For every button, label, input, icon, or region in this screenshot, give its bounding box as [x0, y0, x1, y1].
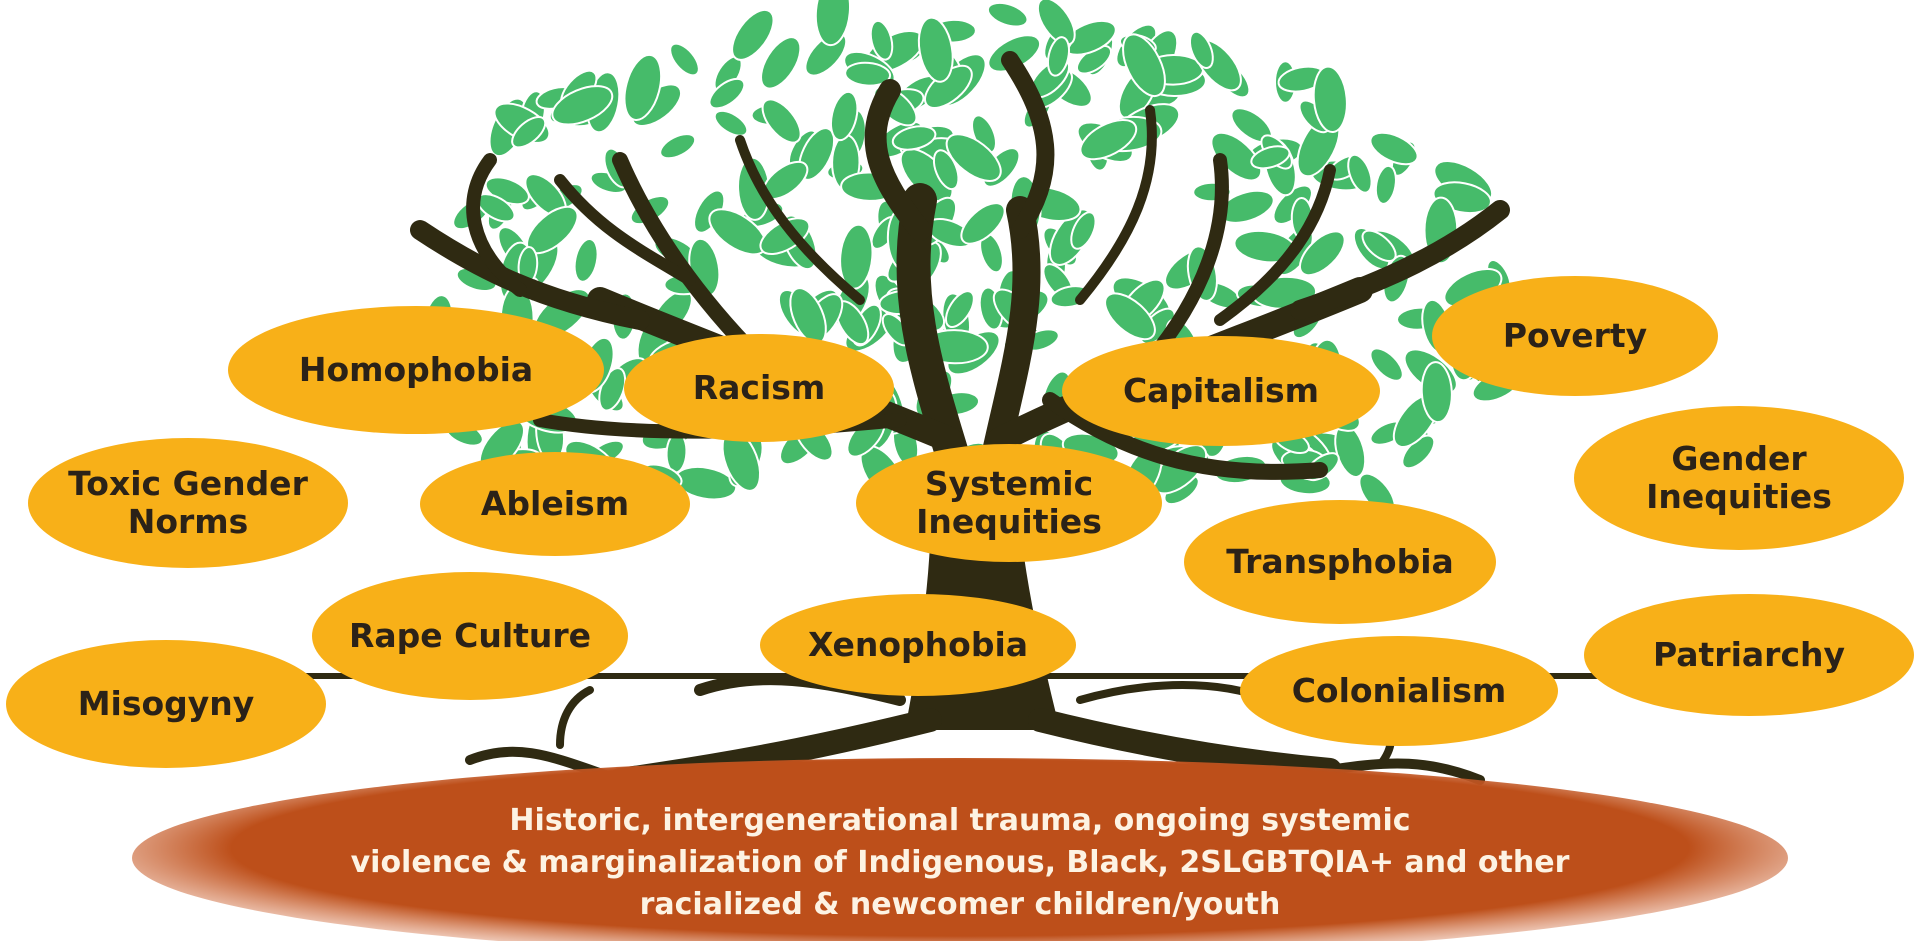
leaf: [669, 42, 700, 77]
bubble-gender-inequities: Gender Inequities: [1574, 406, 1904, 550]
leaf: [932, 149, 960, 191]
leaf: [891, 125, 937, 151]
branch: [1001, 51, 1055, 239]
leaf: [1369, 347, 1404, 382]
bubble-colonialism: Colonialism: [1240, 636, 1558, 746]
bubble-patriarchy: Patriarchy: [1584, 594, 1914, 716]
leaf: [1122, 33, 1166, 98]
leaf: [1361, 229, 1397, 262]
branch: [1075, 105, 1157, 305]
bubble-poverty: Poverty: [1432, 276, 1718, 396]
bubble-homophobia: Homophobia: [228, 306, 604, 434]
leaf: [945, 133, 1002, 182]
leaf: [1104, 292, 1156, 341]
leaf: [731, 8, 775, 61]
leaf: [1070, 211, 1097, 250]
leaf: [1420, 361, 1453, 424]
bubble-toxic-gender-norms: Toxic Gender Norms: [28, 438, 348, 568]
bubble-systemic-inequities: Systemic Inequities: [856, 444, 1162, 562]
leaf: [1079, 118, 1138, 161]
leaf: [1312, 65, 1348, 134]
bubble-misogyny: Misogyny: [6, 640, 326, 768]
leaf: [713, 109, 749, 137]
leaf: [761, 98, 802, 144]
branch: [1143, 153, 1229, 367]
leaf: [1188, 30, 1214, 69]
leaf: [1036, 0, 1076, 46]
bubble-xenophobia: Xenophobia: [760, 594, 1076, 696]
leaf: [1369, 131, 1419, 166]
branch: [1214, 164, 1336, 326]
branch: [466, 153, 527, 297]
leaf: [829, 90, 859, 142]
root: [1325, 758, 1485, 785]
leaf: [551, 85, 614, 126]
soil-ellipse: [132, 758, 1788, 941]
leaf: [708, 77, 746, 110]
leaf: [511, 116, 547, 149]
roots-description: Historic, intergenerational trauma, ongo…: [350, 803, 1570, 922]
leaf: [759, 217, 811, 255]
bubble-rape-culture: Rape Culture: [312, 572, 628, 700]
leaf: [869, 19, 894, 61]
leaf: [960, 202, 1006, 245]
leaf: [986, 1, 1029, 28]
leaf: [623, 53, 663, 121]
leaf: [944, 290, 975, 328]
leaf: [1046, 36, 1071, 77]
bubble-racism: Racism: [624, 334, 894, 442]
root: [1028, 708, 1342, 782]
leaf: [1298, 230, 1346, 277]
branch: [554, 174, 696, 286]
branch: [735, 135, 865, 305]
leaf: [1374, 164, 1397, 205]
root: [556, 686, 594, 749]
leaf: [760, 36, 802, 90]
bubble-transphobia: Transphobia: [1184, 500, 1496, 624]
leaf: [573, 238, 599, 283]
branch: [1042, 392, 1328, 480]
leaf: [917, 16, 954, 83]
branch: [1290, 200, 1510, 320]
leaf: [1250, 145, 1291, 170]
bubble-ableism: Ableism: [420, 452, 690, 556]
leaf: [844, 61, 892, 87]
leaf: [659, 133, 697, 160]
bubble-capitalism: Capitalism: [1062, 336, 1380, 446]
leaf: [814, 0, 851, 47]
branch: [864, 79, 931, 241]
leaf: [1347, 153, 1373, 194]
